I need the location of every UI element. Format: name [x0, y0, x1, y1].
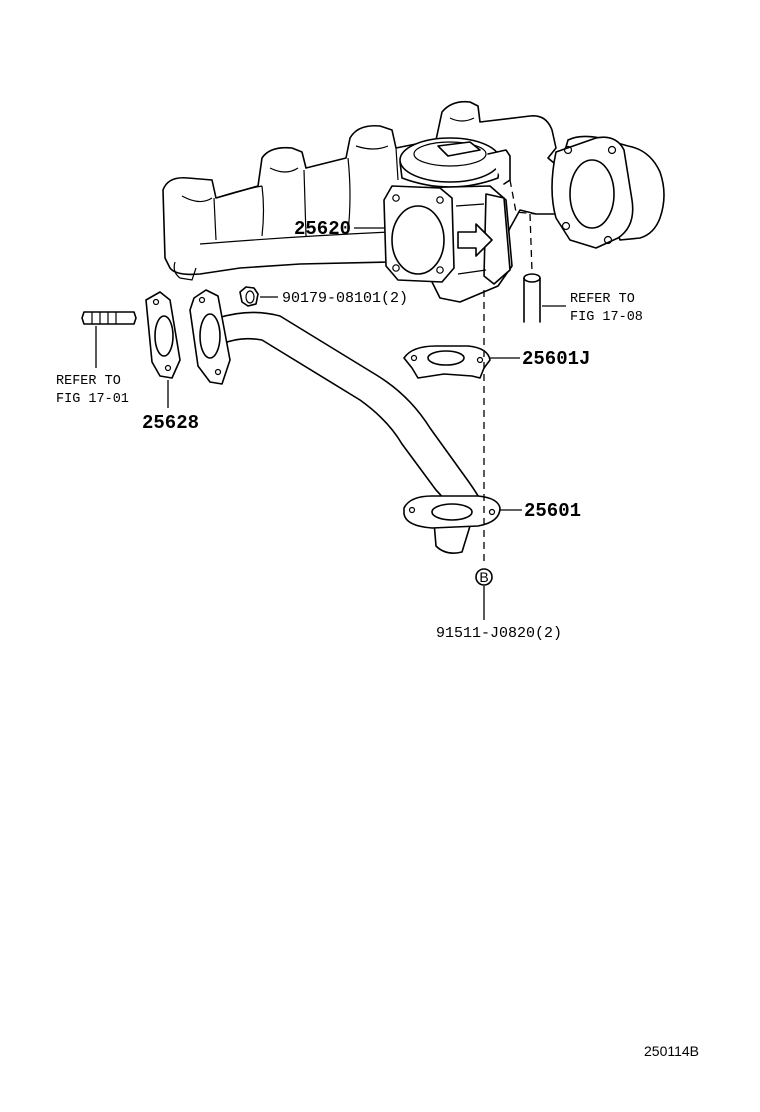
label-gasket-j: 25601J: [522, 348, 590, 370]
label-refer-stud-2: FIG 17-01: [56, 392, 129, 407]
vacuum-hose: [509, 179, 541, 323]
label-egr-valve: 25620: [294, 218, 351, 240]
bolt-marker: [475, 568, 493, 586]
stud: [81, 311, 137, 325]
label-refer-stud-1: REFER TO: [56, 374, 121, 389]
label-nut: 90179-08101(2): [282, 290, 408, 307]
gasket-25628: [145, 291, 181, 379]
gasket-25601j: [403, 345, 491, 379]
label-pipe: 25601: [524, 500, 581, 522]
label-refer-hose-2: FIG 17-08: [570, 310, 643, 325]
label-refer-hose-1: REFER TO: [570, 292, 635, 307]
label-gasket: 25628: [142, 412, 199, 434]
nut: [239, 286, 259, 307]
illustration-code: 250114B: [644, 1043, 699, 1059]
bolt-marker-letter: B: [479, 569, 488, 585]
egr-valve: [383, 137, 513, 303]
label-bolt: 91511-J0820(2): [436, 625, 562, 642]
egr-pipe: [189, 289, 501, 554]
